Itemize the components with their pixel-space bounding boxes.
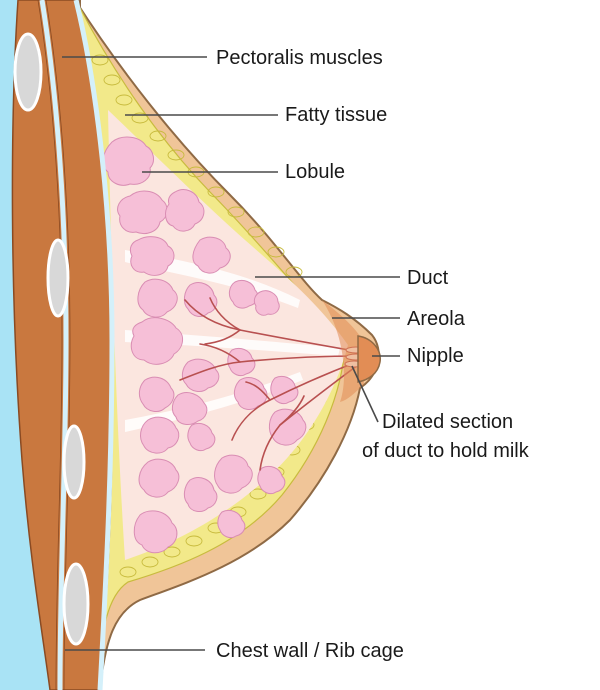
label-lobule: Lobule xyxy=(285,161,345,183)
lobule xyxy=(192,236,231,274)
lobule xyxy=(138,376,175,412)
rib xyxy=(46,238,70,318)
chest-cavity xyxy=(0,0,50,690)
label-dilated-line1: Dilated section xyxy=(382,411,513,433)
lobule xyxy=(137,278,178,318)
lobule xyxy=(214,454,253,494)
lobule xyxy=(117,190,168,235)
rib xyxy=(62,424,86,500)
lobule xyxy=(138,458,180,498)
label-areola: Areola xyxy=(407,308,466,330)
label-dilated-line2: of duct to hold milk xyxy=(362,440,530,462)
label-duct: Duct xyxy=(407,267,449,289)
rib xyxy=(13,32,43,112)
lobule xyxy=(102,136,154,186)
nipple xyxy=(357,335,381,383)
lobule xyxy=(165,189,205,232)
lobule xyxy=(253,290,280,316)
label-chest-wall: Chest wall / Rib cage xyxy=(216,640,404,662)
ribs xyxy=(13,32,90,646)
label-pectoralis-muscles: Pectoralis muscles xyxy=(216,47,383,69)
lobule xyxy=(187,422,216,452)
lobule xyxy=(133,510,178,554)
rib xyxy=(62,562,90,646)
label-nipple: Nipple xyxy=(407,345,464,367)
lobule xyxy=(129,236,175,276)
lobules xyxy=(102,136,307,554)
lobule xyxy=(140,416,180,454)
lobule xyxy=(233,377,268,410)
lobule xyxy=(130,317,183,365)
lobule xyxy=(171,392,208,425)
milk-ducts xyxy=(179,297,363,471)
leader-dilated xyxy=(351,365,379,423)
lobule xyxy=(217,509,246,539)
lobule xyxy=(183,477,218,512)
lobule xyxy=(268,408,307,446)
areola xyxy=(322,300,364,402)
label-fatty-tissue: Fatty tissue xyxy=(285,104,387,126)
lobule xyxy=(228,279,259,309)
lobule xyxy=(181,358,220,392)
fascia-lines xyxy=(39,0,115,690)
lobule xyxy=(257,465,286,495)
